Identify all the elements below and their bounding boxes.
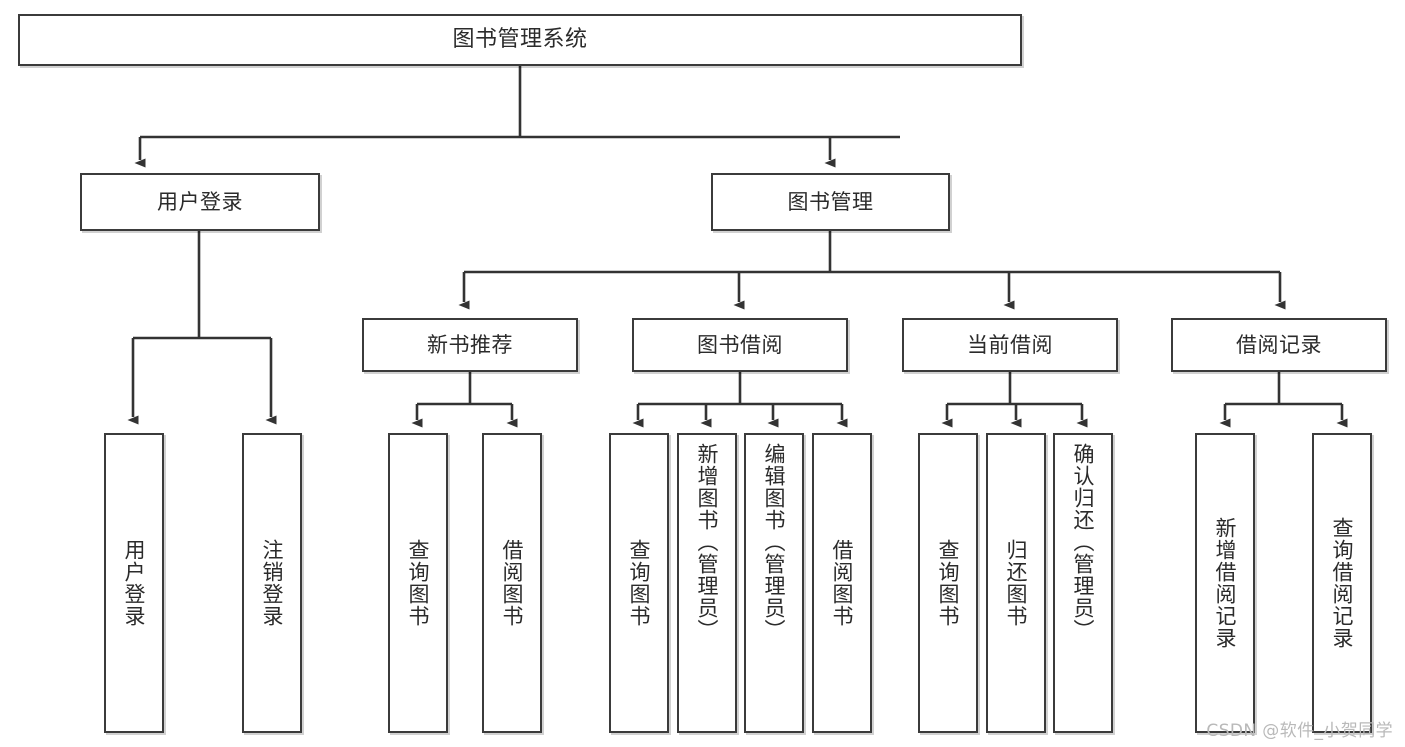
node-label: 图书借阅 xyxy=(697,332,783,357)
node-label: 新增借阅记录 xyxy=(1213,517,1238,649)
node-leaf-confirm-return[interactable]: 确认归还（管理员） xyxy=(1053,433,1113,733)
node-label: 借阅图书 xyxy=(500,539,525,627)
node-label: 用户登录 xyxy=(122,539,147,627)
node-leaf-query-borrow-record[interactable]: 查询借阅记录 xyxy=(1312,433,1372,733)
node-label: 图书管理系统 xyxy=(452,27,588,53)
node-label: 确认归还（管理员） xyxy=(1071,443,1096,641)
node-leaf-add-borrow-record[interactable]: 新增借阅记录 xyxy=(1195,433,1255,733)
node-label: 借阅图书 xyxy=(830,539,855,627)
node-borrow-record[interactable]: 借阅记录 xyxy=(1171,318,1387,372)
node-label: 查询图书 xyxy=(627,539,652,627)
node-leaf-logout-login[interactable]: 注销登录 xyxy=(242,433,302,733)
watermark-text: CSDN @软件_小贺同学 xyxy=(1206,721,1393,741)
node-label: 查询图书 xyxy=(406,539,431,627)
node-label: 查询图书 xyxy=(936,539,961,627)
node-label: 用户登录 xyxy=(157,189,243,214)
node-label: 查询借阅记录 xyxy=(1330,517,1355,649)
node-book-manage[interactable]: 图书管理 xyxy=(711,173,950,231)
node-leaf-borrow-book-2[interactable]: 借阅图书 xyxy=(812,433,872,733)
node-leaf-user-login[interactable]: 用户登录 xyxy=(104,433,164,733)
node-user-login[interactable]: 用户登录 xyxy=(80,173,320,231)
node-book-borrow[interactable]: 图书借阅 xyxy=(632,318,848,372)
node-current-borrow[interactable]: 当前借阅 xyxy=(902,318,1118,372)
node-root-system[interactable]: 图书管理系统 xyxy=(18,14,1022,66)
node-label: 当前借阅 xyxy=(967,332,1053,357)
node-leaf-return-book[interactable]: 归还图书 xyxy=(986,433,1046,733)
node-leaf-query-book-2[interactable]: 查询图书 xyxy=(609,433,669,733)
node-leaf-query-book-3[interactable]: 查询图书 xyxy=(918,433,978,733)
node-label: 图书管理 xyxy=(787,189,874,214)
node-leaf-borrow-book-1[interactable]: 借阅图书 xyxy=(482,433,542,733)
node-label: 归还图书 xyxy=(1004,539,1029,627)
node-label: 新书推荐 xyxy=(427,332,513,357)
node-leaf-edit-book[interactable]: 编辑图书（管理员） xyxy=(744,433,804,733)
node-label: 新增图书（管理员） xyxy=(695,443,720,641)
node-leaf-query-book-1[interactable]: 查询图书 xyxy=(388,433,448,733)
node-new-book-recommend[interactable]: 新书推荐 xyxy=(362,318,578,372)
node-label: 借阅记录 xyxy=(1236,332,1322,357)
node-leaf-add-book[interactable]: 新增图书（管理员） xyxy=(677,433,737,733)
node-label: 注销登录 xyxy=(260,539,285,627)
node-label: 编辑图书（管理员） xyxy=(762,443,787,641)
